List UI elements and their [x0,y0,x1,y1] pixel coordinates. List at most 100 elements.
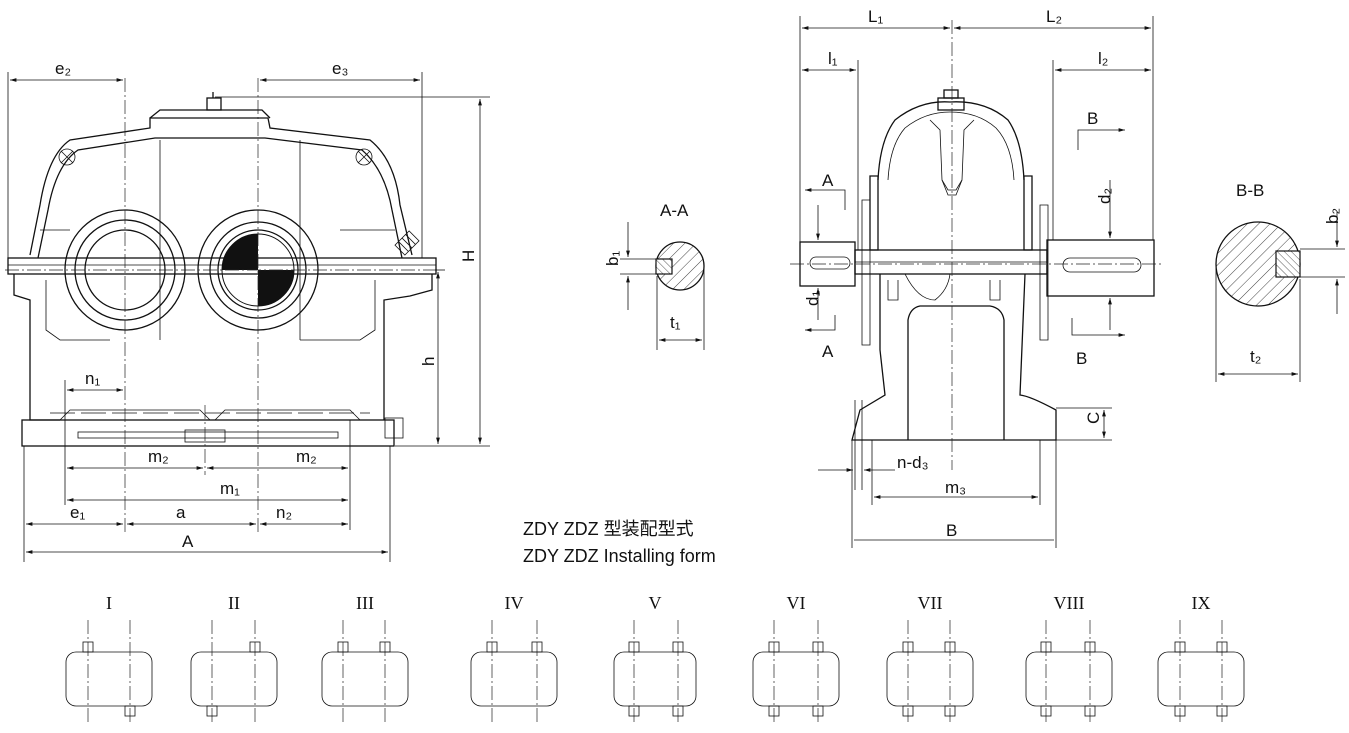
side-housing-top [877,101,1025,181]
label-n-d3: n-d₃ [897,453,929,472]
shaft-stub [672,641,684,653]
label-b1: b₁ [603,251,622,266]
installing-form-label: VII [918,593,943,613]
shaft-stub [768,705,780,717]
reducer-outline [1157,651,1245,707]
label-L1: L₁ [868,7,883,26]
installing-form: II [190,593,278,725]
label-d2: d₂ [1095,188,1114,204]
reducer-outline [1025,651,1113,707]
caption-cn: ZDY ZDZ 型装配型式 [523,519,694,539]
front-labels: e₂ e₃ H h n₁ m₂ m₂ m₁ e₁ a n₂ A [55,59,478,551]
installing-form: IX [1157,593,1245,725]
lifting-lug-right [355,148,373,166]
label-t2: t₂ [1250,347,1261,366]
shaft-stub [124,705,136,717]
side-view [790,20,1162,470]
installing-form: IV [470,593,558,725]
shaft-stub [902,705,914,717]
label-m1: m₁ [220,479,240,498]
label-a: a [176,503,186,522]
reducer-outline [613,651,697,707]
installing-form: V [613,593,697,725]
label-L2: L₂ [1046,7,1062,26]
label-e2: e₂ [55,59,71,78]
shaft-stub [337,641,349,653]
installing-form-label: IV [505,593,524,613]
reducer-outline [470,651,558,707]
caption-en: ZDY ZDZ Installing form [523,546,716,566]
shaft-stub [531,641,543,653]
label-d1: d₁ [803,291,822,306]
label-H: H [459,250,478,262]
shaft-stub [902,641,914,653]
label-h: h [419,357,438,366]
shaft-center-mark-br [258,270,294,306]
side-housing-lower [851,273,1057,441]
front-dimensions [7,72,490,562]
installing-form: III [321,593,409,725]
base-plate [21,419,395,447]
installing-form-label: I [106,593,112,613]
front-view [5,78,440,535]
installing-form: VIII [1025,593,1113,725]
shaft-stub [628,641,640,653]
section-a-a: A-A b₁ t₁ [603,201,705,350]
shaft-stub [628,705,640,717]
shaft-stub [1084,641,1096,653]
top-cover [149,109,271,119]
reducer-outline [190,651,278,707]
installing-form: VI [752,593,840,725]
shaft-stub [379,641,391,653]
label-m2-right: m₂ [296,447,317,466]
label-l2: l₂ [1098,49,1108,68]
reducer-outline [752,651,840,707]
label-C: C [1084,412,1103,424]
label-section-A-bottom: A [822,342,834,361]
shaft-stub [944,705,956,717]
shaft-stub [1216,641,1228,653]
output-shaft [1046,239,1155,297]
label-section-A-top: A [822,171,834,190]
lower-housing-right [383,274,433,420]
label-m2-left: m₂ [148,447,169,466]
shaft-stub [1174,641,1186,653]
shaft-stub [672,705,684,717]
reducer-outline [886,651,974,707]
section-bb-title: B-B [1236,181,1264,200]
label-B-width: B [946,521,957,540]
breather-cap [206,97,222,111]
label-n1: n₁ [85,369,100,388]
label-section-B-top: B [1087,109,1098,128]
side-labels: L₁ L₂ l₁ l₂ A A B B d₁ d₂ C n-d₃ m₃ B [803,7,1114,540]
shaft-stub [812,705,824,717]
shaft-stub [1174,705,1186,717]
shaft-stub [944,641,956,653]
front-housing-upper [29,117,413,256]
installing-form-label: IX [1192,593,1211,613]
shaft-stub [82,641,94,653]
shaft-stub [1040,705,1052,717]
label-b2: b₂ [1323,208,1342,224]
shaft-stub [249,641,261,653]
installing-form-label: V [649,593,662,613]
label-e3: e₃ [332,59,348,78]
section-b-b: B-B b₂ t₂ [1215,181,1345,382]
shaft-stub [1216,705,1228,717]
label-m3: m₃ [945,478,966,497]
shaft-stub [486,641,498,653]
side-dimensions [799,16,1154,548]
lifting-lug-left [58,148,76,166]
reducer-outline [321,651,409,707]
label-n2: n₂ [276,503,292,522]
shaft-stub [812,641,824,653]
installing-form-label: II [228,593,240,613]
shaft-stub [1084,705,1096,717]
installing-form-label: VI [787,593,806,613]
section-aa-title: A-A [660,201,689,220]
shaft-stub [206,705,218,717]
label-e1: e₁ [70,503,85,522]
installing-form-label: VIII [1054,593,1085,613]
